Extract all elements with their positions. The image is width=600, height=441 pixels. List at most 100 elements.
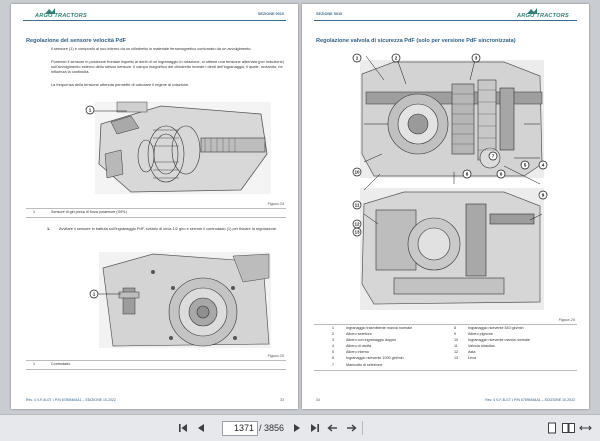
legend-number: 11 <box>454 344 458 349</box>
footer-page-number: 34 <box>316 398 320 402</box>
fit-width-icon[interactable] <box>578 420 592 436</box>
legend-text: Albero di uscita <box>346 344 372 349</box>
legend-number: 2 <box>332 332 335 337</box>
back-icon[interactable] <box>326 420 340 436</box>
footer-page-number: 33 <box>280 398 284 402</box>
callout-5: 5 <box>520 157 530 175</box>
step-number: 1. <box>47 226 51 231</box>
callout-1-number: 1 <box>356 56 359 61</box>
legend-number: 9 <box>454 332 457 337</box>
legend-text: Ingranaggio ricevente 540 giri/min <box>468 326 524 330</box>
legend-text: Asta <box>468 350 476 355</box>
legend-text: Manicotto di selezione <box>346 362 383 367</box>
legend-number: 1 <box>332 326 335 330</box>
toolbar-separator <box>362 421 363 435</box>
legend-row: 9 Albero pignone <box>454 332 578 338</box>
last-page-icon[interactable] <box>308 420 322 436</box>
legend-1-number: 1 <box>33 210 36 214</box>
legend-text: Albero interno <box>346 350 369 355</box>
legend-row: 6 Ingranaggio ricevente 1000 giri/min <box>332 356 450 362</box>
next-page-icon[interactable] <box>290 420 304 436</box>
legend-number: 3 <box>332 338 335 343</box>
paragraph-2: Ponendo il sensore in posizione frontale… <box>51 59 284 75</box>
legend-text: Valvola idraulica <box>468 344 495 349</box>
legend-text: Albero con ingranaggio doppio <box>346 338 397 343</box>
figure-26-drawing <box>360 55 544 310</box>
left-document-page: ARGO TRACTORS SEZIONE 9010 Regolazione d… <box>11 4 298 409</box>
legend-row: 5 Albero interno <box>332 350 450 356</box>
header-rule <box>23 20 286 21</box>
figure-25-callout-number: 1 <box>93 292 96 297</box>
two-page-icon[interactable] <box>561 420 575 436</box>
figure-24-callout-number: 1 <box>89 108 92 113</box>
callout-8: 8 <box>462 166 472 184</box>
legend-text: Albero pignone <box>468 332 493 337</box>
callout-7-number: 7 <box>492 154 495 159</box>
brand-name: ARGO TRACTORS <box>35 13 87 19</box>
callout-8-number: 8 <box>466 172 469 177</box>
legend-rule-bottom <box>314 370 577 371</box>
callout-4-number: 4 <box>542 163 545 168</box>
callout-9: 9 <box>538 187 548 205</box>
legend-2-number: 1 <box>33 362 36 366</box>
legend-text: Albero selettore <box>346 332 372 337</box>
legend-row: 4 Albero di uscita <box>332 344 450 350</box>
section-title: Regolazione del sensore velocità PdF <box>26 38 127 44</box>
legend-number: 8 <box>454 326 457 330</box>
legend-2-rule-bottom <box>26 369 286 370</box>
figure-25-drawing <box>93 252 271 348</box>
legend-number: 7 <box>332 362 335 367</box>
paragraph-3: La frequenza della tensione ottenuta per… <box>51 82 190 87</box>
figure-24-drawing <box>91 101 271 194</box>
callout-7: 7 <box>488 148 498 166</box>
callout-2: 2 <box>391 50 401 68</box>
callout-13: 13 <box>352 224 362 242</box>
legend-rule-bottom <box>26 217 286 218</box>
single-page-icon[interactable] <box>546 420 558 436</box>
legend-number: 5 <box>332 350 335 355</box>
legend-rule-top <box>26 208 286 209</box>
figure-25-callout: 1 <box>89 289 99 299</box>
legend-1-text: Sensore di giri presa di forza posterior… <box>51 210 128 214</box>
section-label: SEZIONE 9010 <box>257 12 284 16</box>
callout-10-number: 10 <box>354 170 360 175</box>
brand-logo-mark <box>527 8 537 14</box>
callout-6: 6 <box>496 166 506 184</box>
right-document-page: SEZIONE 5010 ARGO TRACTORS Regolazione v… <box>302 4 589 409</box>
callout-3: 3 <box>471 50 481 68</box>
callout-11-number: 11 <box>355 203 360 208</box>
legend-number: 13 <box>454 356 459 361</box>
callout-5-number: 5 <box>524 163 527 168</box>
callout-10: 10 <box>352 164 362 182</box>
first-page-icon[interactable] <box>176 420 190 436</box>
callout-1: 1 <box>352 50 362 68</box>
figure-24-callout: 1 <box>85 105 95 115</box>
step-instruction: Avvitare il sensore in battuta sull'ingr… <box>59 226 278 231</box>
callout-9-number: 9 <box>542 193 545 198</box>
brand-name: ARGO TRACTORS <box>517 13 569 19</box>
legend-number: 4 <box>332 344 335 349</box>
figure-25-caption: Figura 25 <box>267 353 284 358</box>
page-number-value: 1371 <box>233 423 254 433</box>
callout-12-number: 12 <box>354 222 360 227</box>
page-total: / 3856 <box>259 423 285 433</box>
figure-24-caption: Figura 24 <box>267 201 284 206</box>
legend-column-right: 8 Ingranaggio ricevente 540 giri/min 9 Alb… <box>454 326 578 363</box>
page-number-input[interactable]: 1371 <box>222 421 258 436</box>
legend-row: 3 Albero con ingranaggio doppio <box>332 338 450 344</box>
legend-text: Ingranaggio ricevente 1000 giri/min <box>346 356 404 361</box>
legend-number: 6 <box>332 356 335 361</box>
footer-left-text: Rev. 4 V-F-B-GT • P/N 67895464A1 – EDIZI… <box>26 398 116 402</box>
callout-3-number: 3 <box>475 56 478 61</box>
legend-row: 7 Manicotto di selezione <box>332 363 450 369</box>
header-rule <box>314 20 577 21</box>
prev-page-icon[interactable] <box>194 420 208 436</box>
legend-text: Ingranaggio ricevente marcia normale <box>468 338 530 343</box>
section-label: SEZIONE 5010 <box>316 12 343 16</box>
forward-icon[interactable] <box>344 420 358 436</box>
callout-2-number: 2 <box>395 56 398 61</box>
legend-row: 2 Albero selettore <box>332 332 450 338</box>
